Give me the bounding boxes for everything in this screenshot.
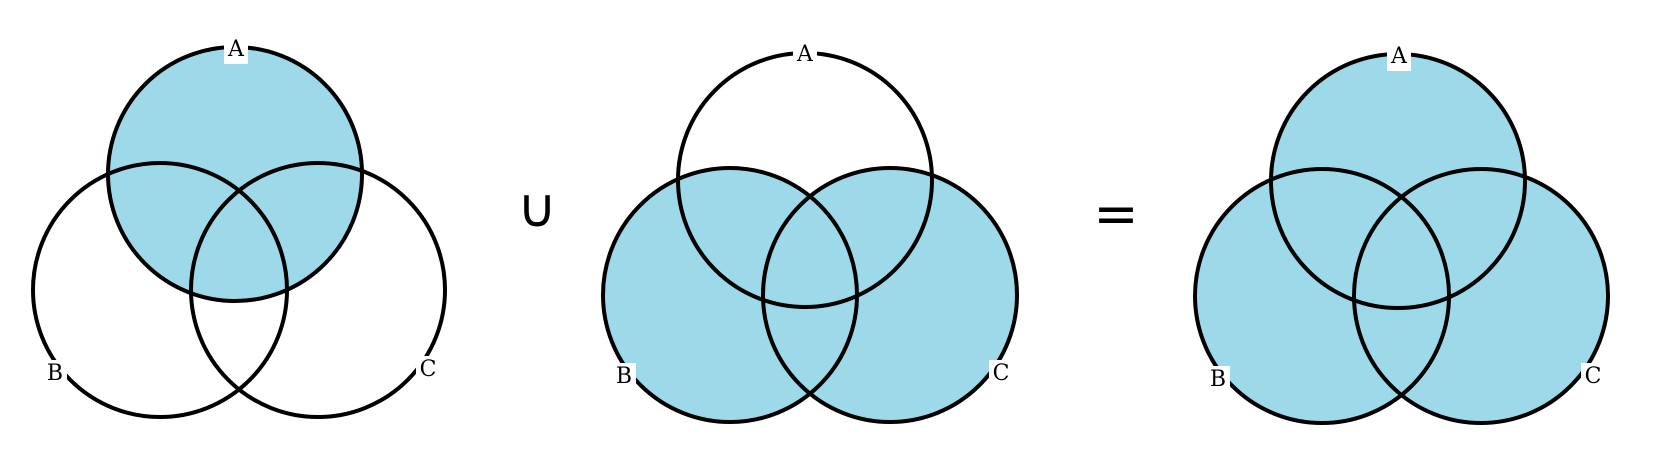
set-c-label: C [1585, 364, 1602, 389]
set-b-circle [1193, 167, 1451, 425]
set-b-label-background [612, 363, 636, 391]
set-a-label-background [793, 41, 817, 69]
equals-operator: = [1093, 183, 1138, 246]
set-c-label: C [420, 357, 437, 382]
set-c-label-background [416, 356, 440, 384]
set-b-label: B [47, 361, 63, 386]
set-b-circle [31, 161, 289, 419]
venn-diagram-all-shaded: A B C [1193, 43, 1610, 425]
set-b-label: B [616, 364, 632, 389]
set-a-label-background [224, 36, 248, 64]
set-c-circle [1352, 167, 1610, 425]
set-a-label-background [1387, 43, 1411, 71]
set-a-fill [108, 47, 362, 301]
set-a-label: A [796, 42, 814, 67]
set-a-label: A [1390, 44, 1408, 69]
venn-diagram-b-c-shaded: A B C [601, 41, 1019, 424]
set-c-circle [761, 166, 1019, 424]
set-b-label-background [1206, 366, 1230, 394]
union-operator: ∪ [517, 177, 557, 240]
set-a-label: A [227, 37, 245, 62]
set-b-circle [601, 166, 859, 424]
set-b-label-background [43, 360, 67, 388]
set-c-label-background [1581, 363, 1605, 391]
set-c-circle [189, 161, 447, 419]
set-c-label: C [993, 361, 1010, 386]
set-c-fill [1354, 169, 1608, 423]
set-b-label: B [1210, 367, 1226, 392]
venn-diagram-a-shaded: A B C [31, 36, 447, 419]
set-c-label-background [989, 360, 1013, 388]
set-c-fill [763, 168, 1017, 422]
